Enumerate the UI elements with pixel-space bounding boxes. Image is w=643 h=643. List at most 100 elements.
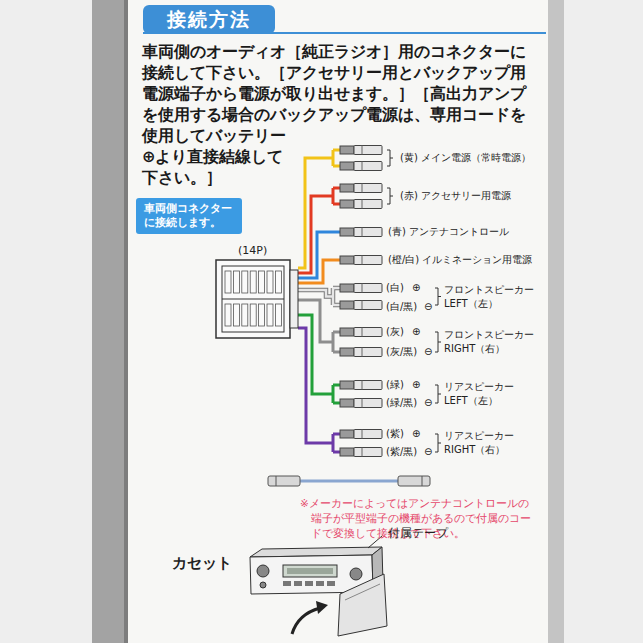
adapter-cord xyxy=(268,476,430,486)
terminal-ridge xyxy=(362,146,363,155)
connector-pin xyxy=(233,304,239,326)
bracket xyxy=(435,288,441,305)
terminal-ridge xyxy=(362,399,363,408)
connector-pin xyxy=(259,271,265,293)
terminal xyxy=(354,348,382,357)
connector-pin xyxy=(242,271,248,293)
wire-label: (青) アンテナコントロール xyxy=(388,225,509,239)
wire-color: (紫/黒) xyxy=(386,445,417,459)
connector-pin xyxy=(275,271,281,293)
polarity-symbol: ⊕ xyxy=(412,378,420,392)
spacer xyxy=(528,41,529,125)
terminal xyxy=(354,184,382,193)
terminal-sleeve xyxy=(340,184,354,192)
bracket xyxy=(387,188,393,204)
polarity-symbol: ⊕ xyxy=(412,281,420,295)
terminal xyxy=(354,284,382,293)
polarity-symbol: ⊕ xyxy=(412,325,420,339)
terminal-sleeve xyxy=(340,228,354,236)
wire-color: (緑/黒) xyxy=(386,396,417,410)
knob xyxy=(350,568,362,580)
button xyxy=(327,581,335,586)
callout-badge: 車両側コネクターに接続します。 xyxy=(136,198,242,234)
display xyxy=(283,565,337,577)
terminal-ridge xyxy=(362,430,363,439)
terminal xyxy=(354,146,382,155)
connector-pin xyxy=(242,304,248,326)
heading-text: 接続方法 xyxy=(143,5,275,34)
knob xyxy=(257,565,269,577)
terminal-ridge xyxy=(362,184,363,193)
terminal-sleeve xyxy=(340,448,354,456)
terminal-ridge xyxy=(362,228,363,237)
wire xyxy=(298,300,340,352)
heading-badge xyxy=(143,5,275,34)
connector-divider xyxy=(222,299,284,300)
terminal xyxy=(354,162,382,171)
connector-pin xyxy=(267,304,273,326)
wire-color: (灰) xyxy=(386,325,404,339)
speaker-label: フロントスピーカー LEFT（左） xyxy=(444,283,540,311)
terminal-ridge xyxy=(362,200,363,209)
terminal-sleeve xyxy=(340,200,354,208)
wire xyxy=(298,232,340,278)
speaker-label: リアスピーカー RIGHT（右） xyxy=(444,429,540,457)
connector-pin-count: (14P) xyxy=(238,244,298,258)
wire-color: (緑) xyxy=(386,378,404,392)
knob xyxy=(260,582,266,588)
terminal-ridge xyxy=(362,162,363,171)
connector-drawing xyxy=(214,258,300,340)
body-text: 車両側のオーディオ［純正ラジオ］用のコネクターに接続して下さい。［アクセサリー用… xyxy=(142,42,526,187)
connector-pin xyxy=(275,304,281,326)
button xyxy=(316,581,324,586)
terminal-ridge xyxy=(362,284,363,293)
speaker-label: フロントスピーカー RIGHT（右） xyxy=(444,328,540,356)
bracket xyxy=(435,385,441,403)
wire-label: (橙/白) イルミネーション用電源 xyxy=(388,253,532,267)
arrow-head xyxy=(316,601,328,614)
terminal xyxy=(354,448,382,457)
display-inner xyxy=(287,568,333,574)
wire xyxy=(298,150,340,268)
box-side xyxy=(92,0,128,643)
connector-pin xyxy=(225,271,231,293)
terminal-sleeve xyxy=(340,399,354,407)
terminal xyxy=(354,301,382,310)
button xyxy=(294,581,302,586)
body-text-block: 車両側のオーディオ［純正ラジオ］用のコネクターに接続して下さい。［アクセサリー用… xyxy=(142,41,529,215)
connector-pin xyxy=(250,304,256,326)
terminal-sleeve xyxy=(340,284,354,292)
terminal-sleeve xyxy=(340,301,354,309)
cord-plug xyxy=(268,476,300,486)
polarity-symbol: ⊖ xyxy=(424,300,432,314)
terminal xyxy=(354,228,382,237)
wire-color: (白/黒) xyxy=(386,300,417,314)
connector-inner xyxy=(222,266,284,332)
terminal xyxy=(354,256,382,265)
terminal xyxy=(354,328,382,337)
terminal-ridge xyxy=(362,256,363,265)
polarity-symbol: ⊖ xyxy=(424,445,432,459)
bracket xyxy=(435,434,441,452)
connector-pin xyxy=(259,304,265,326)
polarity-symbol: ⊖ xyxy=(424,345,432,359)
wire-label: (黄) メイン電源（常時電源） xyxy=(400,151,531,165)
heading-rule xyxy=(143,32,546,34)
tape-line xyxy=(345,584,380,600)
wire xyxy=(298,260,340,283)
wire-color: (紫) xyxy=(386,427,404,441)
wire-color: (灰/黒) xyxy=(386,345,417,359)
terminal-sleeve xyxy=(340,162,354,170)
connector-body xyxy=(216,260,290,338)
button xyxy=(305,581,313,586)
cord-plug xyxy=(398,476,430,486)
connector-latch xyxy=(290,270,298,328)
terminal-sleeve xyxy=(340,256,354,264)
speaker-label: リアスピーカー LEFT（左） xyxy=(444,380,540,408)
wire-label: (赤) アクセサリー用電源 xyxy=(400,189,511,203)
arrow-shaft xyxy=(292,608,320,634)
cassette-illustration xyxy=(250,536,387,636)
box-side xyxy=(548,0,564,643)
